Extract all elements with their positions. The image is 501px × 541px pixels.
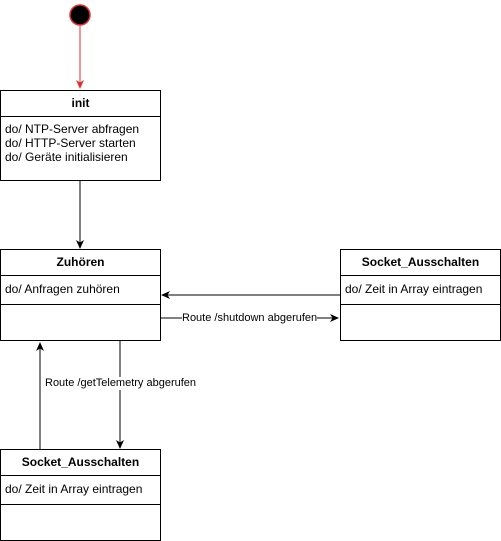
activity: do/ Zeit in Array eintragen <box>345 282 483 296</box>
state-activities: do/ NTP-Server abfragen do/ HTTP-Server … <box>5 122 139 164</box>
compartment-divider <box>1 304 160 305</box>
state-socket-ausschalten-right: Socket_Ausschalten do/ Zeit in Array ein… <box>340 249 501 341</box>
compartment-divider <box>1 504 160 505</box>
state-title: Zuhören <box>1 250 160 276</box>
activity: do/ HTTP-Server starten <box>5 136 136 150</box>
initial-state <box>69 4 91 26</box>
state-zuhoeren: Zuhören do/ Anfragen zuhören <box>0 249 161 341</box>
transition-label-shutdown: Route /shutdown abgerufen <box>182 312 318 325</box>
state-activities: do/ Zeit in Array eintragen <box>345 282 482 296</box>
state-title: Socket_Ausschalten <box>1 450 160 476</box>
compartment-divider <box>341 304 500 305</box>
state-socket-ausschalten-bottom: Socket_Ausschalten do/ Zeit in Array ein… <box>0 449 161 541</box>
state-activities: do/ Zeit in Array eintragen <box>5 482 142 496</box>
activity: do/ Zeit in Array eintragen <box>5 482 143 496</box>
activity: do/ Anfragen zuhören <box>5 282 120 296</box>
transition-label-get-telemetry: Route /getTelemetry abgerufen <box>45 377 197 390</box>
activity: do/ Geräte initialisieren <box>5 150 128 164</box>
state-title: Socket_Ausschalten <box>341 250 500 276</box>
state-init: init do/ NTP-Server abfragen do/ HTTP-Se… <box>0 90 161 181</box>
activity: do/ NTP-Server abfragen <box>5 122 140 136</box>
state-activities: do/ Anfragen zuhören <box>5 282 120 296</box>
state-title: init <box>1 91 160 117</box>
